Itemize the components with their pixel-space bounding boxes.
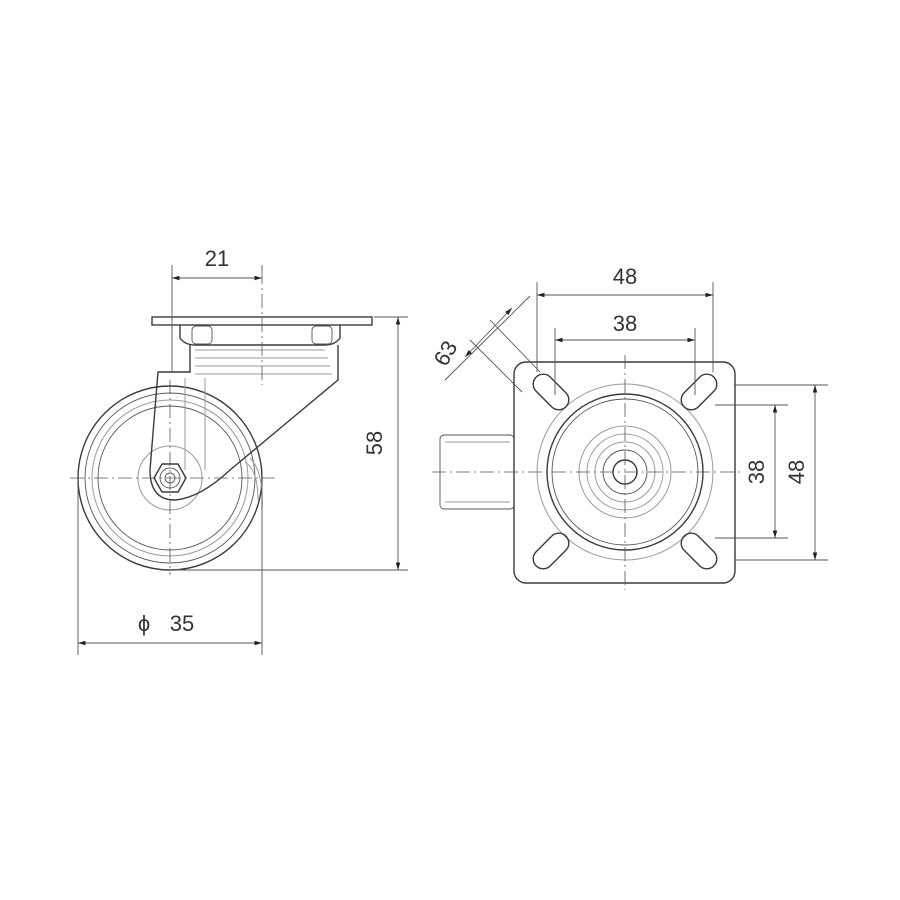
mounting-slots — [532, 373, 718, 570]
top-view: 48 38 38 48 63 — [429, 264, 828, 590]
dim-hole-spacing-width-label: 38 — [613, 311, 637, 336]
mounting-plate — [513, 361, 736, 584]
diameter-symbol: ϕ — [138, 611, 150, 636]
side-view: 21 58 ϕ 35 — [70, 246, 408, 655]
dim-height-label: 58 — [362, 431, 387, 455]
dim-hole-spacing-depth-label: 38 — [744, 460, 769, 484]
dim-offset-label: 21 — [205, 246, 229, 271]
dim-plate-width-label: 48 — [613, 264, 637, 289]
dim-diagonal-label: 63 — [429, 336, 463, 370]
dim-plate-depth-label: 48 — [784, 460, 809, 484]
dim-wheel-diameter-label: 35 — [170, 611, 194, 636]
